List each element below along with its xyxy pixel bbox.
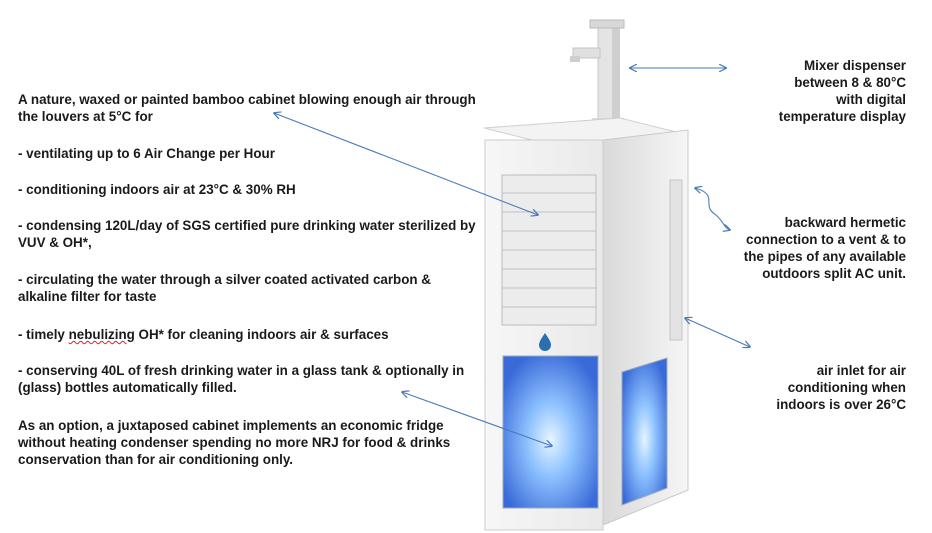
feature-nebulizing: - timely nebulizing OH* for cleaning ind… (18, 326, 478, 343)
mixer-dispenser-label: Mixer dispenser between 8 & 80°C with di… (778, 58, 906, 124)
nebulizing-prefix: - timely (18, 327, 69, 342)
annotation-arrows (274, 68, 750, 446)
air-inlet-label: air inlet for air conditioning when indo… (776, 363, 906, 412)
glass-water-tank (502, 355, 599, 509)
intro-text: A nature, waxed or painted bamboo cabine… (18, 92, 476, 124)
arrow-air-inlet (685, 318, 750, 347)
arrow-tank (402, 392, 552, 446)
nebulizing-word: nebulizing (68, 327, 135, 342)
feature-ventilating: - ventilating up to 6 Air Change per Hou… (18, 146, 275, 161)
backward-connection-label: backward hermetic connection to a vent &… (743, 215, 906, 281)
feature-conditioning: - conditioning indoors air at 23°C & 30%… (18, 182, 296, 197)
mixer-faucet (570, 19, 625, 128)
arrow-backward-connection (695, 188, 730, 230)
nebulizing-suffix: OH* for cleaning indoors air & surfaces (134, 327, 389, 342)
feature-filter: - circulating the water through a silver… (18, 272, 431, 304)
feature-conserving: - conserving 40L of fresh drinking water… (18, 363, 465, 395)
feature-condensing: - condensing 120L/day of SGS certified p… (18, 218, 476, 250)
water-drop-icon (539, 333, 551, 351)
hermetic-connection-panel (669, 179, 683, 341)
air-louvers (501, 174, 597, 326)
arrow-louvers (274, 113, 538, 215)
glass-tank-side (621, 357, 668, 506)
option-text: As an option, a juxtaposed cabinet imple… (18, 418, 451, 467)
